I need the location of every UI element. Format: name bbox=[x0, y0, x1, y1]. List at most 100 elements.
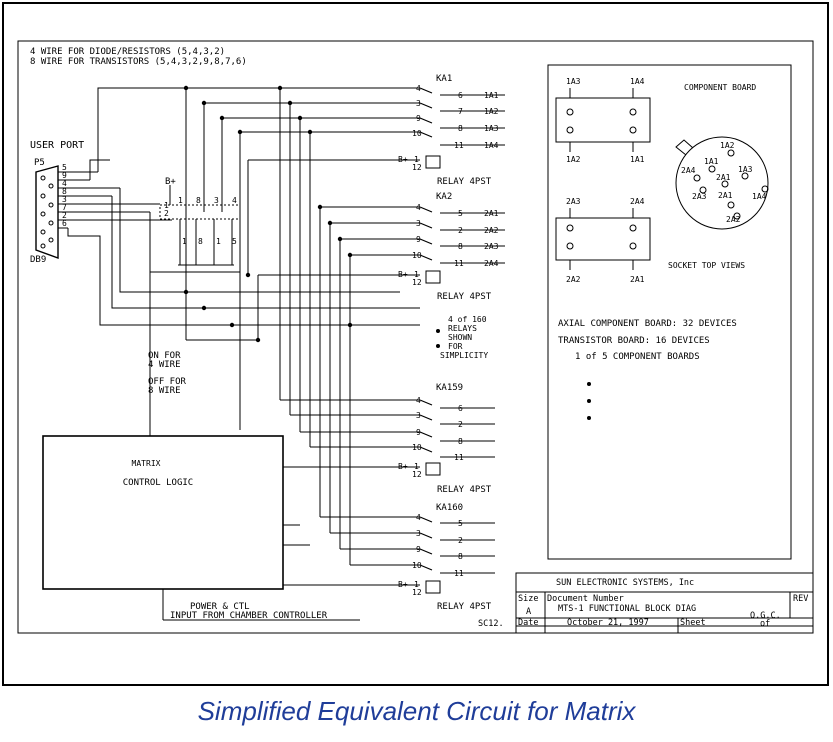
coil-pin: 12 bbox=[412, 588, 422, 597]
relay-output: 2A3 bbox=[484, 242, 499, 251]
relay-pin: 3 bbox=[416, 219, 421, 228]
relay-pin: 3 bbox=[416, 99, 421, 108]
figure-frame bbox=[2, 2, 829, 686]
relay-pin: 4 bbox=[416, 84, 421, 93]
db9-label: DB9 bbox=[30, 255, 46, 265]
bplus-bottom-pin: 1 bbox=[182, 237, 187, 246]
power-note: POWER & CTL bbox=[190, 602, 250, 612]
relay-contact: 11 bbox=[454, 259, 464, 268]
relay-contact: 2 bbox=[458, 226, 463, 235]
sheet-label: Sheet bbox=[680, 618, 706, 628]
bplus-bottom-pin: 8 bbox=[198, 237, 203, 246]
db9-pin: 5 bbox=[62, 163, 67, 172]
rev-label: REV bbox=[793, 594, 808, 604]
relay-label: RELAY 4PST bbox=[437, 602, 492, 612]
relay-contact: 8 bbox=[458, 242, 463, 251]
bplus-top-pin: 1 bbox=[178, 196, 183, 205]
relay-contact: 11 bbox=[454, 453, 464, 462]
coil-pin: 12 bbox=[412, 163, 422, 172]
relay-pin: 9 bbox=[416, 114, 421, 123]
relay-contact: 7 bbox=[458, 107, 463, 116]
size-label: Size bbox=[518, 594, 538, 604]
relay-pin: 3 bbox=[416, 411, 421, 420]
socket-pin-label: 1A3 bbox=[738, 165, 753, 174]
db9-pin: 9 bbox=[62, 171, 67, 180]
db9-connector bbox=[35, 165, 59, 259]
docnum-label: Document Number bbox=[547, 594, 624, 604]
bplus-top-pin: 3 bbox=[214, 196, 219, 205]
coil-pin: 12 bbox=[412, 470, 422, 479]
component-board-title: COMPONENT BOARD bbox=[684, 83, 756, 92]
socket1-top-left: 1A3 bbox=[566, 77, 581, 86]
bplus-left-pin: 1 bbox=[164, 201, 169, 210]
relay-pin: 4 bbox=[416, 513, 421, 522]
title-block bbox=[515, 572, 814, 634]
socket-pin-label: 2A4 bbox=[681, 166, 696, 175]
relay-contact: 8 bbox=[458, 552, 463, 561]
db9-pin: 7 bbox=[62, 203, 67, 212]
coil-pin: 1 bbox=[414, 580, 419, 589]
relay-contact: 11 bbox=[454, 569, 464, 578]
component-board-frame bbox=[547, 64, 792, 560]
company-name: SUN ELECTRONIC SYSTEMS, Inc bbox=[556, 578, 694, 588]
relays-note: 4 of 160 bbox=[448, 315, 487, 324]
socket-pin-label: 2A3 bbox=[692, 192, 707, 201]
socket2-bottom-right: 2A1 bbox=[630, 275, 645, 284]
db9-pin: 3 bbox=[62, 195, 67, 204]
socket-pin-label: 1A1 bbox=[704, 157, 719, 166]
relays-note: FOR bbox=[448, 342, 463, 351]
relay-pin: 9 bbox=[416, 428, 421, 437]
cb-note: 1 of 5 COMPONENT BOARDS bbox=[575, 352, 700, 362]
relay-output: 1A4 bbox=[484, 141, 499, 150]
header-line1: 4 WIRE FOR DIODE/RESISTORS (5,4,3,2) bbox=[30, 47, 225, 57]
socket2-bottom-left: 2A2 bbox=[566, 275, 581, 284]
relay-output: 1A2 bbox=[484, 107, 499, 116]
db9-pin: 4 bbox=[62, 179, 67, 188]
rev-value: O.G.C. bbox=[750, 611, 781, 621]
coil-label: B+ bbox=[398, 270, 408, 279]
relay-output: 1A1 bbox=[484, 91, 499, 100]
on-for-label: ON FOR bbox=[148, 351, 181, 361]
relay-pin: 10 bbox=[412, 129, 422, 138]
socket1-bottom-right: 1A1 bbox=[630, 155, 645, 164]
user-port-title: USER PORT bbox=[30, 140, 84, 151]
matrix-box bbox=[42, 435, 284, 590]
bplus-label: B+ bbox=[165, 177, 176, 187]
relay-name: KA159 bbox=[436, 383, 463, 393]
db9-pin: 8 bbox=[62, 187, 67, 196]
socket1-top-right: 1A4 bbox=[630, 77, 645, 86]
socket-pin-label: 2A2 bbox=[726, 215, 741, 224]
bplus-top-pin: 4 bbox=[232, 196, 237, 205]
relay-name: KA1 bbox=[436, 74, 452, 84]
bplus-left-pin: 2 bbox=[164, 209, 169, 218]
cb-note: TRANSISTOR BOARD: 16 DEVICES bbox=[558, 336, 710, 346]
coil-label: B+ bbox=[398, 580, 408, 589]
on-for-label: 4 WIRE bbox=[148, 360, 181, 370]
coil-label: B+ bbox=[398, 155, 408, 164]
relay-output: 2A4 bbox=[484, 259, 499, 268]
coil-label: B+ bbox=[398, 462, 408, 471]
relay-contact: 2 bbox=[458, 420, 463, 429]
relay-label: RELAY 4PST bbox=[437, 177, 492, 187]
bplus-bottom-pin: 5 bbox=[232, 237, 237, 246]
relay-label: RELAY 4PST bbox=[437, 485, 492, 495]
coil-pin: 1 bbox=[414, 155, 419, 164]
header-line2: 8 WIRE FOR TRANSISTORS (5,4,3,2,9,8,7,6) bbox=[30, 57, 247, 67]
sheet-ref: SC12. bbox=[478, 619, 504, 629]
coil-pin: 1 bbox=[414, 270, 419, 279]
relay-contact: 8 bbox=[458, 124, 463, 133]
relay-contact: 5 bbox=[458, 519, 463, 528]
p5-label: P5 bbox=[34, 158, 45, 168]
relay-contact: 6 bbox=[458, 404, 463, 413]
date-value: October 21, 1997 bbox=[567, 618, 649, 628]
sheet-value: of bbox=[760, 619, 770, 629]
relay-contact: 8 bbox=[458, 437, 463, 446]
docnum-value: MTS-1 FUNCTIONAL BLOCK DIAG bbox=[558, 604, 696, 614]
relay-contact: 11 bbox=[454, 141, 464, 150]
power-note: INPUT FROM CHAMBER CONTROLLER bbox=[170, 611, 328, 621]
cb-note: AXIAL COMPONENT BOARD: 32 DEVICES bbox=[558, 319, 737, 329]
db9-pin: 2 bbox=[62, 211, 67, 220]
relays-note: RELAYS bbox=[448, 324, 477, 333]
socket-top-views: SOCKET TOP VIEWS bbox=[668, 261, 745, 270]
coil-pin: 12 bbox=[412, 278, 422, 287]
